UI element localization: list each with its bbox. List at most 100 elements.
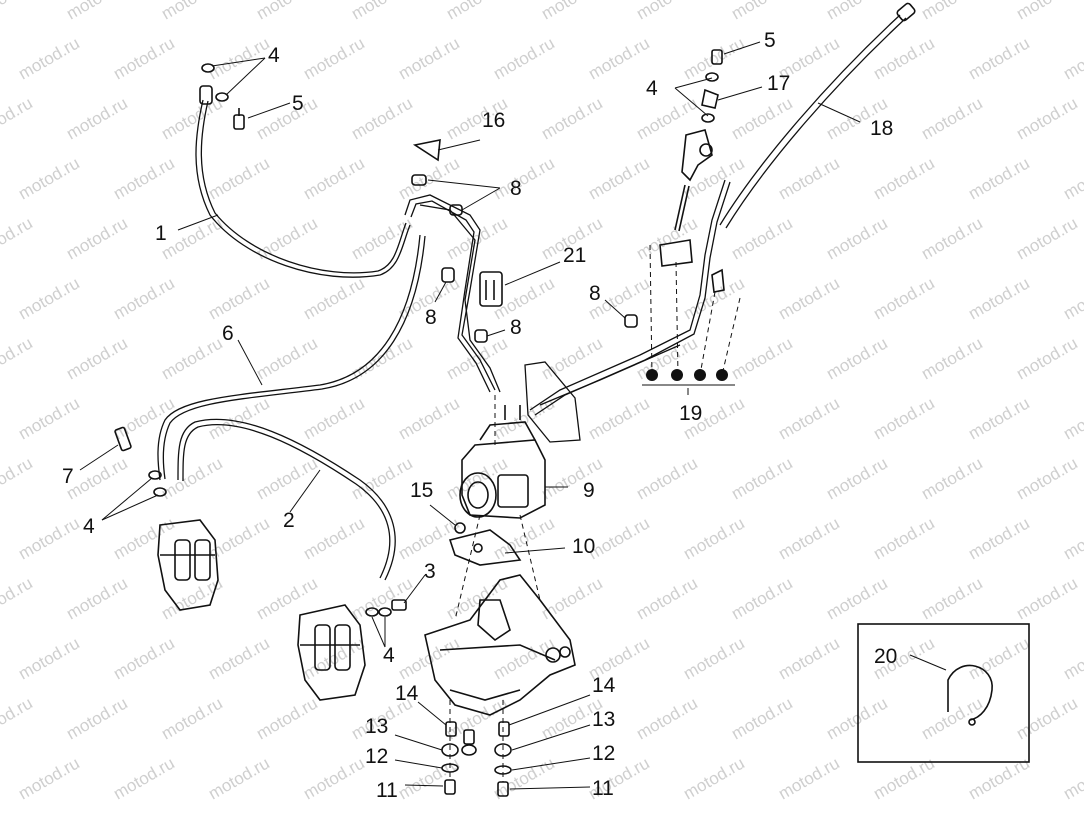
watermark-text: motod.ru [253, 333, 321, 383]
watermark-text: motod.ru [110, 753, 178, 803]
washers-4 [148, 63, 719, 617]
watermark-text: motod.ru [158, 333, 226, 383]
watermark-text: motod.ru [0, 213, 36, 263]
callout-11-right: 11 [592, 777, 614, 800]
watermark-text: motod.ru [395, 33, 463, 83]
watermark-text: motod.ru [253, 453, 321, 503]
mounting-stack-mid [461, 729, 477, 756]
watermark-text: motod.ru [490, 33, 558, 83]
callout-8-mid: 8 [510, 316, 522, 339]
watermark-text: motod.ru [158, 453, 226, 503]
callout-4-top-left: 4 [268, 44, 280, 67]
watermark-text: motod.ru [870, 393, 938, 443]
watermark-text: motod.ru [585, 153, 653, 203]
callout-19: 19 [679, 402, 702, 425]
watermark-text: motod.ru [110, 33, 178, 83]
watermark-text: motod.ru [110, 393, 178, 443]
banjo-bolt-3 [391, 599, 407, 611]
watermark-text: motod.ru [870, 33, 938, 83]
alignment-lines [454, 395, 541, 621]
watermark-text: motod.ru [1013, 93, 1081, 143]
watermark-text: motod.ru [443, 453, 511, 503]
watermark-text: motod.ru [15, 153, 83, 203]
callout-5-top-left: 5 [292, 92, 304, 115]
watermark-text: motod.ru [680, 273, 748, 323]
callout-14-left: 14 [395, 682, 419, 705]
watermark-text: motod.ru [443, 333, 511, 383]
abs-modulator-unit [459, 405, 546, 519]
watermark-text: motod.ru [300, 753, 368, 803]
abs-mounting-bracket [448, 529, 522, 566]
rear-brake-hose-18 [719, 2, 916, 229]
watermark-text: motod.ru [1013, 693, 1081, 743]
watermark-text: motod.ru [633, 573, 701, 623]
watermark-text: motod.ru [538, 333, 606, 383]
watermark-text: motod.ru [538, 453, 606, 503]
watermark-text: motod.ru [15, 753, 83, 803]
callout-14-right: 14 [592, 674, 616, 697]
watermark-text: motod.ru [1013, 213, 1081, 263]
watermark-text: motod.ru [1060, 393, 1084, 443]
callout-3: 3 [424, 560, 436, 583]
callout-18: 18 [870, 117, 893, 140]
watermark-text: motod.ru [1013, 573, 1081, 623]
watermark-text: motod.ru [585, 393, 653, 443]
front-brake-hose-6 [157, 234, 426, 481]
watermark-text: motod.ru [823, 333, 891, 383]
watermark-text: motod.ru [110, 513, 178, 563]
watermark-text: motod.ru [1013, 0, 1081, 23]
watermark-text: motod.ru [633, 693, 701, 743]
callout-5-top-right: 5 [764, 29, 776, 52]
watermark-text: motod.ru [443, 0, 511, 23]
watermark-text: motod.ru [918, 573, 986, 623]
watermark-text: motod.ru [823, 213, 891, 263]
watermark-text: motod.ru [965, 273, 1033, 323]
watermark-text: motod.ru [775, 513, 843, 563]
watermark-text: motod.ru [633, 0, 701, 23]
grommet-21 [479, 271, 503, 307]
callout-17: 17 [767, 72, 790, 95]
callout-16: 16 [482, 109, 505, 132]
callout-8-top: 8 [510, 177, 522, 200]
watermark-text: motod.ru [253, 693, 321, 743]
watermark-text: motod.ru [585, 33, 653, 83]
left-front-brake-caliper [157, 519, 219, 611]
watermark-text: motod.ru [395, 153, 463, 203]
watermark-text: motod.ru [0, 453, 36, 503]
callout-12-left: 12 [365, 745, 388, 768]
watermark-text: motod.ru [633, 453, 701, 503]
watermark-text: motod.ru [205, 753, 273, 803]
watermark-text: motod.ru [205, 633, 273, 683]
watermark-text: motod.ru [918, 213, 986, 263]
watermark-text: motod.ru [1060, 273, 1084, 323]
watermark-text: motod.ru [918, 453, 986, 503]
watermark-text: motod.ru [775, 393, 843, 443]
watermark-text: motod.ru [918, 333, 986, 383]
watermark-text: motod.ru [63, 573, 131, 623]
watermark-text: motod.ru [775, 273, 843, 323]
watermark-text: motod.ru [63, 0, 131, 23]
callout-7: 7 [62, 465, 74, 488]
watermark-text: motod.ru [633, 213, 701, 263]
watermark-text: motod.ru [395, 393, 463, 443]
watermark-text: motod.ru [823, 693, 891, 743]
watermark-text: motod.ru [538, 93, 606, 143]
watermark-text: motod.ru [110, 153, 178, 203]
watermark-text: motod.ru [110, 633, 178, 683]
watermark-text: motod.ru [395, 753, 463, 803]
watermark-text: motod.ru [15, 393, 83, 443]
watermark-text: motod.ru [823, 453, 891, 503]
watermark-text: motod.ru [205, 273, 273, 323]
callout-8-left: 8 [425, 306, 437, 329]
bracket-16 [412, 139, 441, 162]
watermark-text: motod.ru [348, 0, 416, 23]
callout-13-left: 13 [365, 715, 388, 738]
watermark-text: motod.ru [870, 513, 938, 563]
right-front-brake-caliper [297, 604, 366, 701]
watermark-text: motod.ru [1060, 153, 1084, 203]
watermark-text: motod.ru [110, 273, 178, 323]
callout-4-left: 4 [83, 515, 95, 538]
watermark-text: motod.ru [0, 693, 36, 743]
watermark-text: motod.ru [775, 753, 843, 803]
